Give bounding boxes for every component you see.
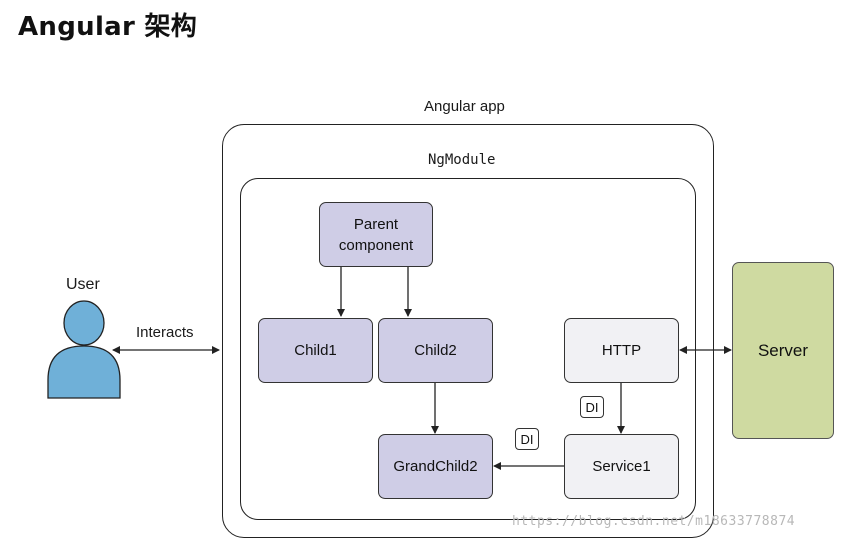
service1-box: Service1 — [564, 434, 679, 499]
parent-component-line1: Parent — [353, 215, 399, 233]
child2-box: Child2 — [378, 318, 493, 383]
child1-box: Child1 — [258, 318, 373, 383]
server-label: Server — [757, 340, 809, 360]
http-label: HTTP — [601, 342, 642, 359]
interacts-label: Interacts — [136, 324, 194, 341]
grandchild2-box: GrandChild2 — [378, 434, 493, 499]
di-badge-service: DI — [515, 428, 539, 450]
child2-label: Child2 — [414, 342, 457, 359]
ngmodule-label: NgModule — [428, 152, 496, 168]
page-title: Angular 架构 — [18, 12, 198, 42]
http-box: HTTP — [564, 318, 679, 383]
child1-label: Child1 — [294, 342, 337, 359]
user-label: User — [66, 276, 100, 293]
parent-component-line2: component — [338, 236, 414, 254]
grandchild2-label: GrandChild2 — [393, 458, 478, 475]
server-box: Server — [732, 262, 834, 439]
service1-label: Service1 — [592, 458, 651, 475]
watermark: https://blog.csdn.net/m18633778874 — [512, 514, 796, 529]
di-badge-http: DI — [580, 396, 604, 418]
parent-component-box: Parent component — [319, 202, 433, 267]
user-icon — [47, 300, 121, 399]
angular-app-label: Angular app — [424, 98, 505, 115]
